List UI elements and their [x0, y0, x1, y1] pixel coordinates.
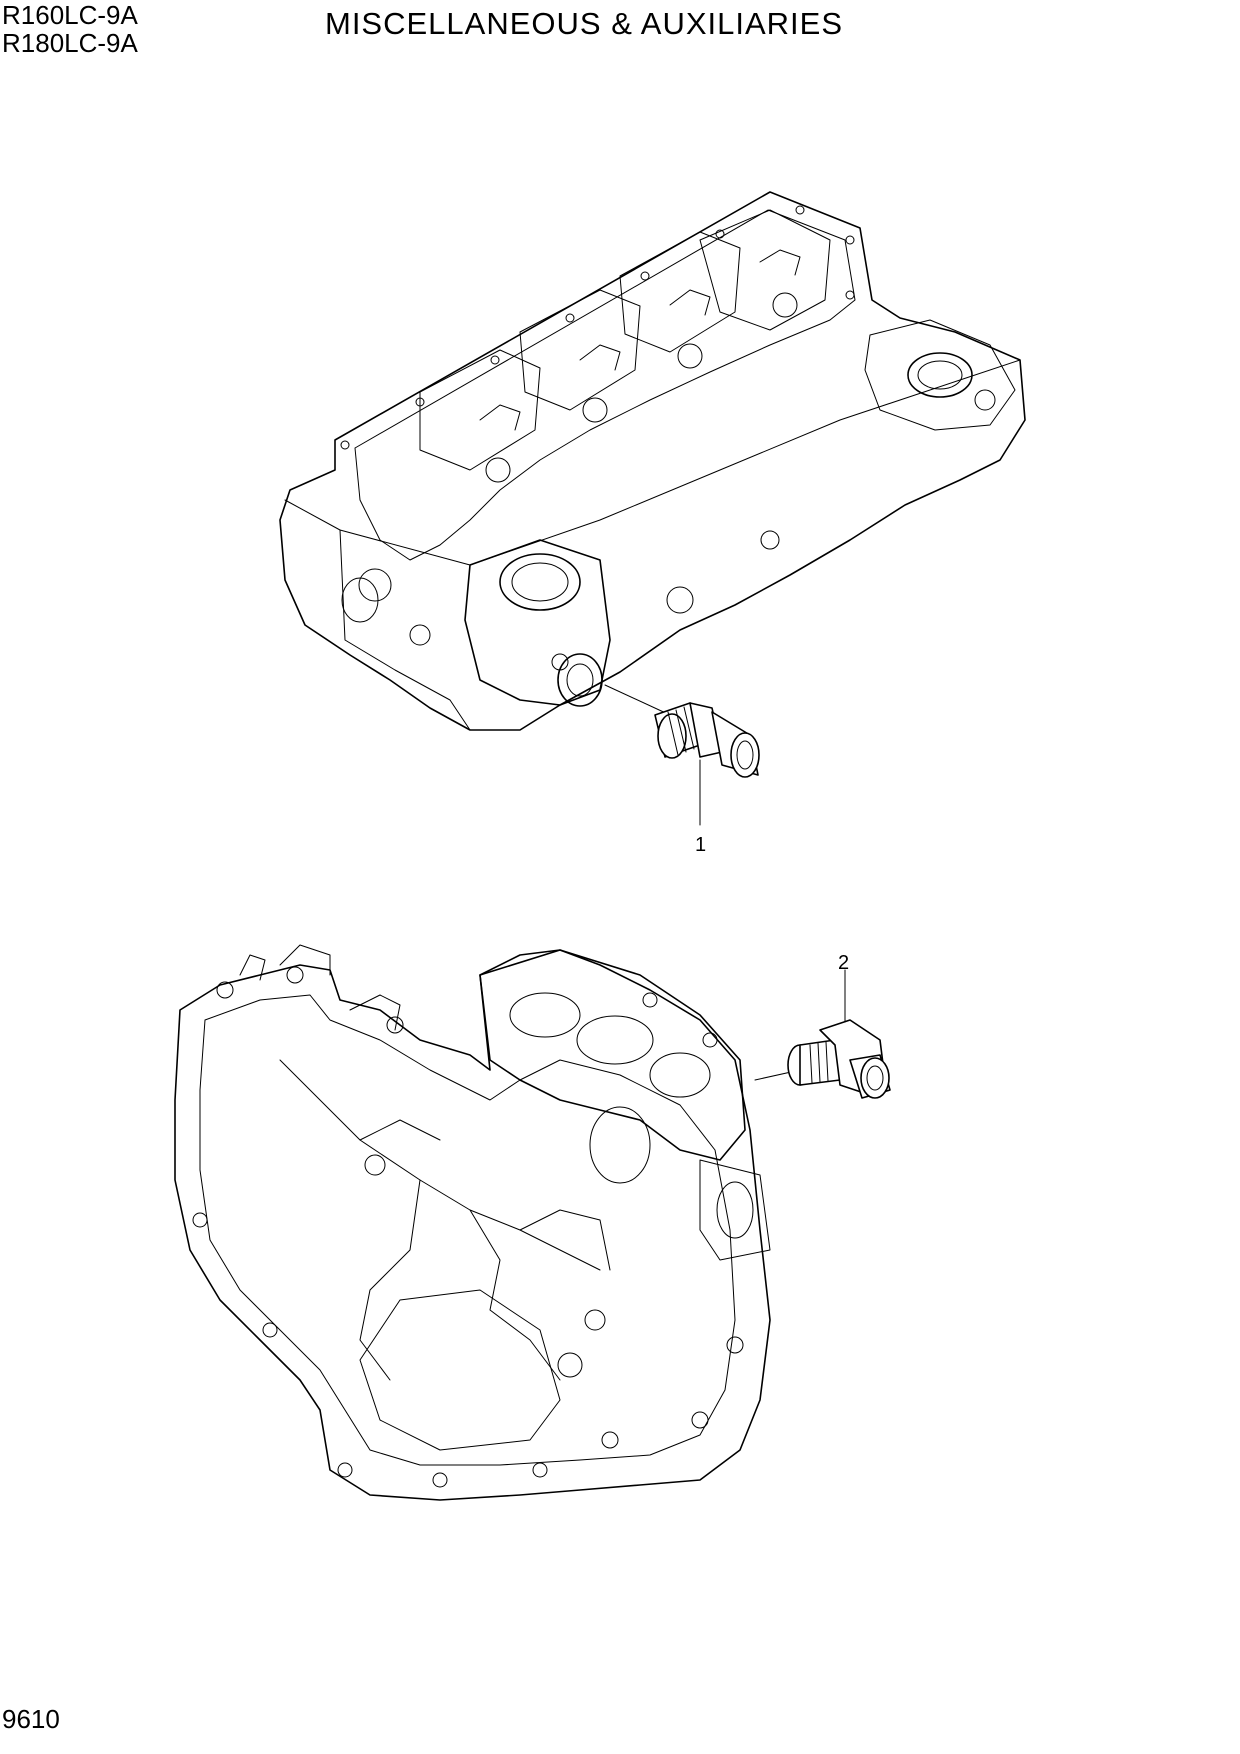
- model-number-2: R180LC-9A: [2, 28, 138, 58]
- page-number: 9610: [2, 1704, 60, 1734]
- callout-label-1: 1: [695, 834, 707, 856]
- page-title: MISCELLANEOUS & AUXILIARIES: [325, 6, 844, 41]
- model-number-1: R160LC-9A: [2, 0, 138, 30]
- gear-case-drawing: [174, 944, 801, 1501]
- cylinder-head-drawing: [279, 191, 1026, 731]
- callout-label-2: 2: [838, 952, 850, 974]
- fitting-elbow-drawing: [787, 969, 891, 1099]
- fitting-straight-drawing: [654, 702, 760, 826]
